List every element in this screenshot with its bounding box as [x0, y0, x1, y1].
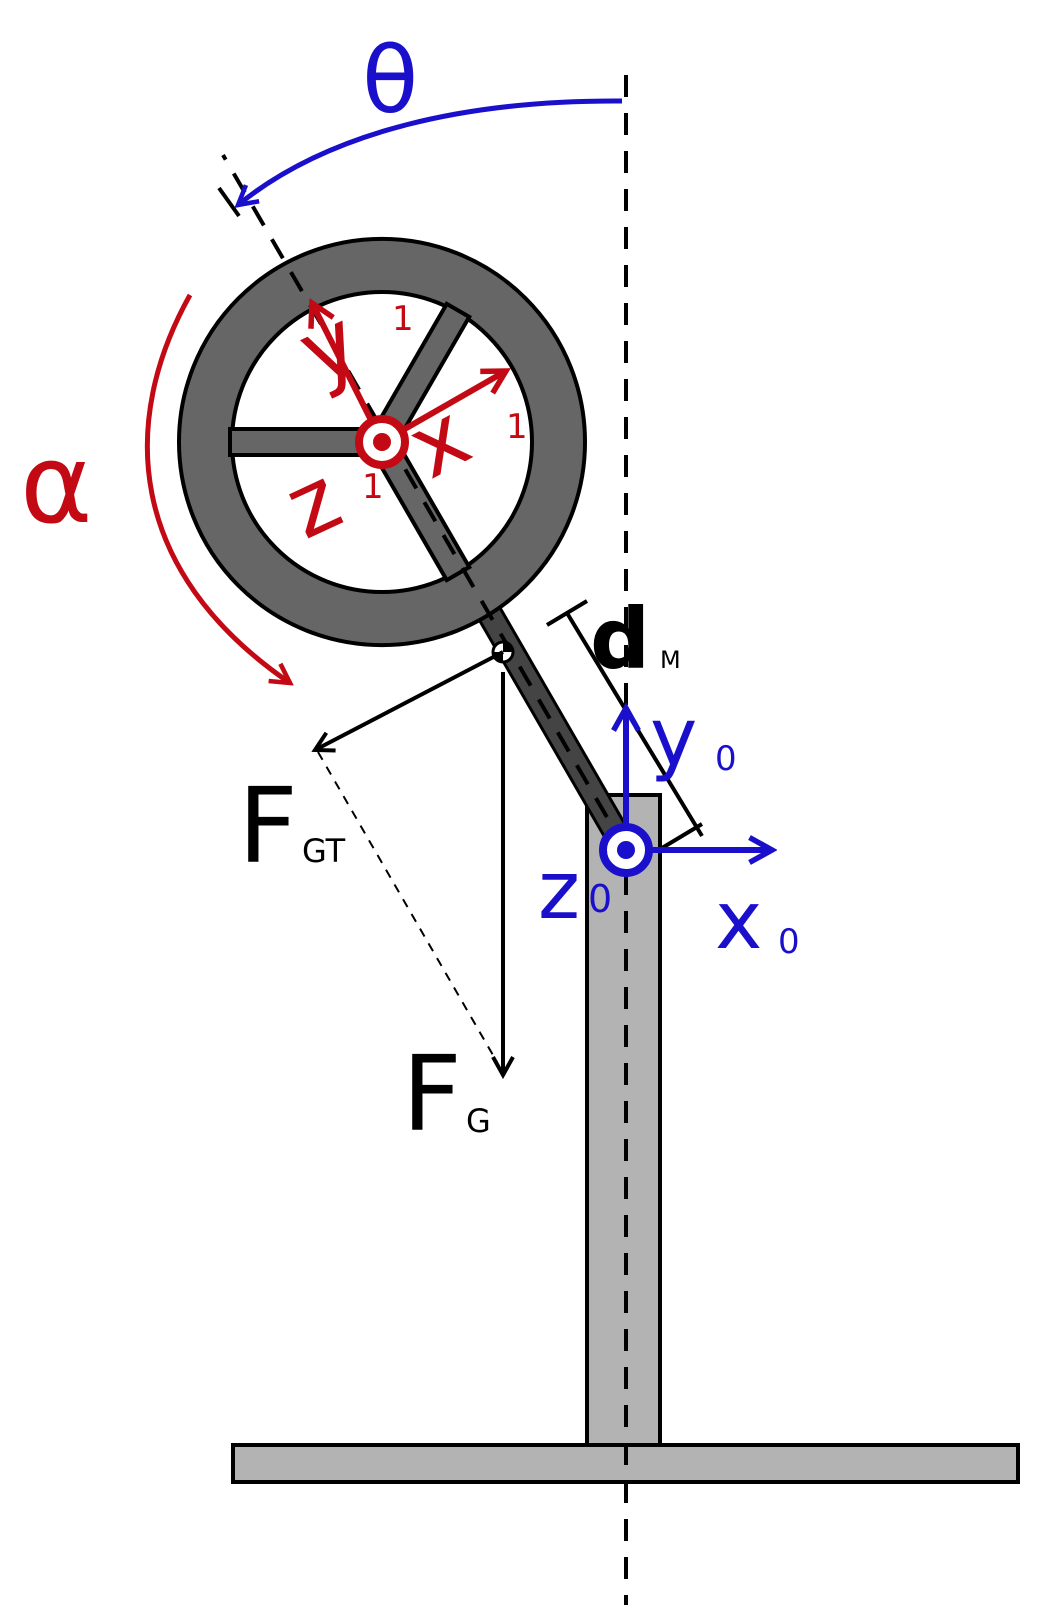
gravity-tangential-arrow — [315, 650, 504, 750]
pendulum-axis-line — [221, 153, 628, 852]
x0-subscript: 0 — [778, 922, 800, 962]
force-projection-line — [317, 751, 498, 1063]
fg-subscript: G — [466, 1102, 491, 1140]
z0-axis-symbol — [599, 823, 653, 877]
fgt-label: F — [238, 765, 298, 887]
z1-label: z — [270, 446, 355, 559]
z1-subscript: 1 — [362, 467, 384, 507]
alpha-label: α — [20, 420, 93, 548]
y0-label: y — [650, 691, 697, 784]
y1-subscript: 1 — [392, 299, 414, 339]
y1-label: y — [283, 289, 374, 404]
theta-reference-tick — [217, 186, 241, 218]
dm-label: d — [590, 590, 650, 688]
fgt-subscript: GT — [302, 832, 346, 870]
theta-label: θ — [362, 27, 418, 134]
y0-subscript: 0 — [715, 739, 737, 779]
x1-subscript: 1 — [506, 407, 528, 447]
fg-label: F — [402, 1033, 462, 1155]
z0-label: z — [538, 844, 580, 937]
x0-label: x — [715, 874, 762, 967]
z0-subscript: 0 — [588, 877, 612, 921]
alpha-arc — [144, 293, 290, 683]
theta-arc — [238, 98, 623, 205]
dm-subscript: M — [660, 646, 681, 674]
z1-axis-symbol — [355, 415, 409, 469]
vertical-post — [585, 793, 662, 1447]
